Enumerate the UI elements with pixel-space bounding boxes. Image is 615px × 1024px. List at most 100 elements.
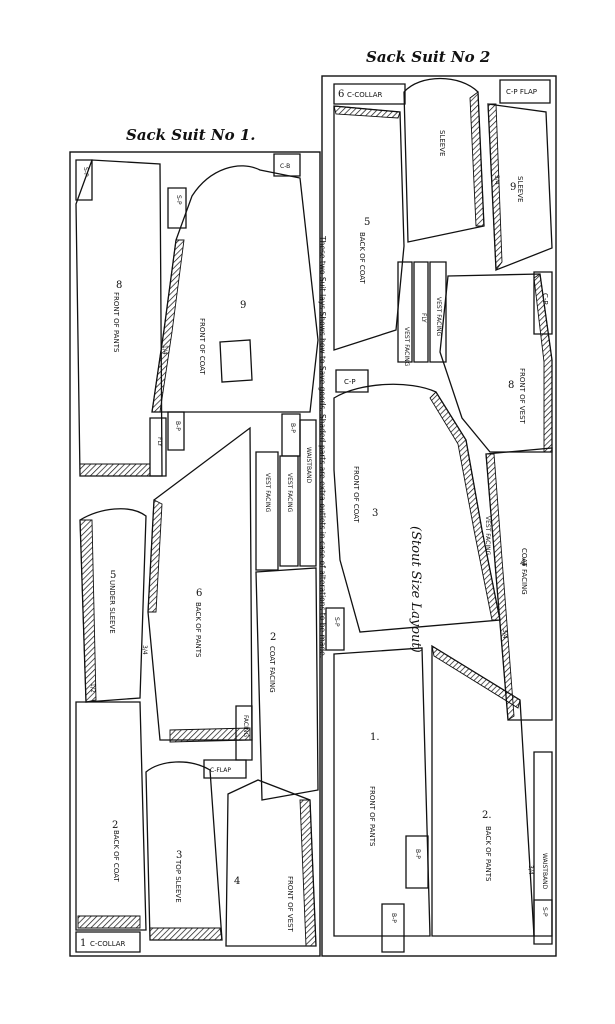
suit2-back-of-coat: 5 BACK OF COAT [333,105,405,351]
svg-text:5: 5 [110,570,116,581]
svg-text:4: 4 [234,876,240,887]
svg-text:C-B: C-B [280,163,290,170]
suit2-waistband: WAISTBAND S-P [533,751,553,945]
svg-text:3/4: 3/4 [493,175,500,185]
svg-text:1/2: 1/2 [89,683,96,693]
svg-text:S-P: S-P [541,907,548,917]
svg-text:2: 2 [112,820,118,831]
svg-text:B-P: B-P [390,913,397,923]
suit2-coat-facing: 4 COAT FACING VEST FACING [484,447,553,721]
svg-text:C-COLLAR: C-COLLAR [347,91,383,99]
suit1-facing: FACING [235,705,253,761]
svg-text:2: 2 [270,632,276,643]
suit1-cb: C-B [273,153,301,177]
svg-text:9: 9 [240,300,246,311]
svg-text:FRONT OF VEST: FRONT OF VEST [518,368,526,425]
suit2-layout: 6 C-COLLAR C-P FLAP 5 BACK OF COAT SLEEV… [321,75,557,957]
svg-text:FRONT OF PANTS: FRONT OF PANTS [368,786,376,847]
svg-text:5: 5 [364,217,370,228]
svg-text:3/4: 3/4 [141,645,148,655]
svg-text:2.: 2. [482,810,492,821]
svg-text:FRONT OF COAT: FRONT OF COAT [198,318,206,375]
svg-text:C-P: C-P [541,293,549,305]
suit1-sp-box: S-P [167,187,187,229]
svg-text:4: 4 [520,558,526,569]
svg-text:1.: 1. [370,732,380,743]
svg-text:VEST FACING: VEST FACING [264,473,271,513]
svg-text:FRONT OF COAT: FRONT OF COAT [352,466,360,523]
svg-text:FRONT OF PANTS: FRONT OF PANTS [112,292,120,353]
suit2-title: Sack Suit No 2 [366,48,490,66]
svg-text:1/4: 1/4 [161,345,168,355]
suit2-cp-2: C-P [335,369,369,393]
suit2-vest-facings: VEST FACING FLY VEST FACING [397,261,447,367]
suit2-back-of-pants: 2. BACK OF PANTS [431,644,535,937]
svg-text:VEST FACING: VEST FACING [403,327,410,367]
suit2-bp: B-P B-P [381,835,429,953]
suit2-frame [321,75,557,957]
suit2-sp: S-P [325,607,345,651]
suit1-c-collar: 1 C-COLLAR [75,931,141,953]
svg-text:SLEEVE: SLEEVE [516,176,524,202]
svg-text:FLY: FLY [420,313,427,323]
svg-text:6: 6 [338,89,344,100]
suit2-cp-flap: C-P FLAP [499,79,551,104]
layout-note: These two Suit-lays Shows how to Save go… [318,235,327,658]
svg-text:3: 3 [176,850,182,861]
suit1-sp: S-P [75,159,93,201]
suit2-front-of-pants: 1. FRONT OF PANTS [333,647,431,937]
svg-text:VEST FACING: VEST FACING [484,516,491,556]
svg-text:FLY: FLY [156,437,163,447]
svg-text:BACK OF COAT: BACK OF COAT [358,232,366,284]
suit1-title: Sack Suit No 1. [126,126,256,144]
suit1-coat-facing: 2 COAT FACING [255,567,319,801]
svg-text:BACK OF COAT: BACK OF COAT [112,830,120,882]
svg-text:BACK OF PANTS: BACK OF PANTS [484,826,492,882]
suit2-front-of-vest: 8 FRONT OF VEST [439,273,553,453]
suit1-vest-facing-waistband: VEST FACING VEST FACING WAISTBAND [255,419,317,571]
seam-marks: 3/4 1/4 3/4 3/4 3/4 1/2 [89,175,534,875]
svg-text:TOP SLEEVE: TOP SLEEVE [174,859,182,903]
svg-text:FRONT OF VEST: FRONT OF VEST [286,876,294,933]
suit1-frame [69,151,321,957]
suit1-top-sleeve: 3 TOP SLEEVE [145,761,223,941]
suit1-back-of-coat: 2 BACK OF COAT [75,701,147,931]
svg-text:8: 8 [116,280,122,291]
svg-text:C-FLAP: C-FLAP [210,767,231,774]
svg-text:B-P: B-P [174,421,181,431]
svg-text:SLEEVE: SLEEVE [438,130,446,156]
svg-text:S-P: S-P [175,195,182,205]
suit1-front-of-vest: 4 FRONT OF VEST [225,779,317,947]
svg-text:3: 3 [372,508,378,519]
svg-text:S-P: S-P [333,617,340,627]
svg-text:B-P: B-P [414,849,421,859]
svg-text:6: 6 [196,588,202,599]
svg-text:S-P: S-P [82,167,89,177]
svg-text:FACING: FACING [242,715,249,737]
suit1-front-of-pants: 8 FRONT OF PANTS [75,159,163,477]
suit2-c-collar: 6 C-COLLAR [333,83,406,105]
suit2-cp: C-P [533,271,553,335]
suit1-fly-bp: FLY B-P B-P [149,411,301,477]
svg-text:WAISTBAND: WAISTBAND [541,853,548,890]
suit2-sleeve: SLEEVE [403,77,485,243]
svg-text:COAT FACING: COAT FACING [268,646,276,693]
svg-text:C-P FLAP: C-P FLAP [506,88,537,96]
suit1-c-flap: C-FLAP [203,759,247,779]
svg-text:C-COLLAR: C-COLLAR [90,940,126,948]
svg-text:BACK OF PANTS: BACK OF PANTS [194,602,202,658]
suit1-back-of-pants: 6 BACK OF PANTS [147,426,253,743]
svg-text:C-P: C-P [344,378,356,386]
svg-text:B-P: B-P [289,423,296,433]
svg-text:9: 9 [510,182,516,193]
svg-text:VEST FACING: VEST FACING [286,473,293,513]
suit1-layout: S-P 8 FRONT OF PANTS S-P C-B 9 FRONT OF … [69,151,321,957]
svg-text:3/4: 3/4 [501,629,508,639]
suit2-front-of-coat: 3 FRONT OF COAT (Stout Size Layout) [333,383,501,653]
svg-text:3/4: 3/4 [527,865,534,875]
suit2-sleeve-9: 9 SLEEVE [487,103,553,272]
svg-text:WAISTBAND: WAISTBAND [305,447,312,484]
svg-text:1: 1 [80,938,86,949]
suit1-under-sleeve: 5 UNDER SLEEVE [79,508,147,703]
